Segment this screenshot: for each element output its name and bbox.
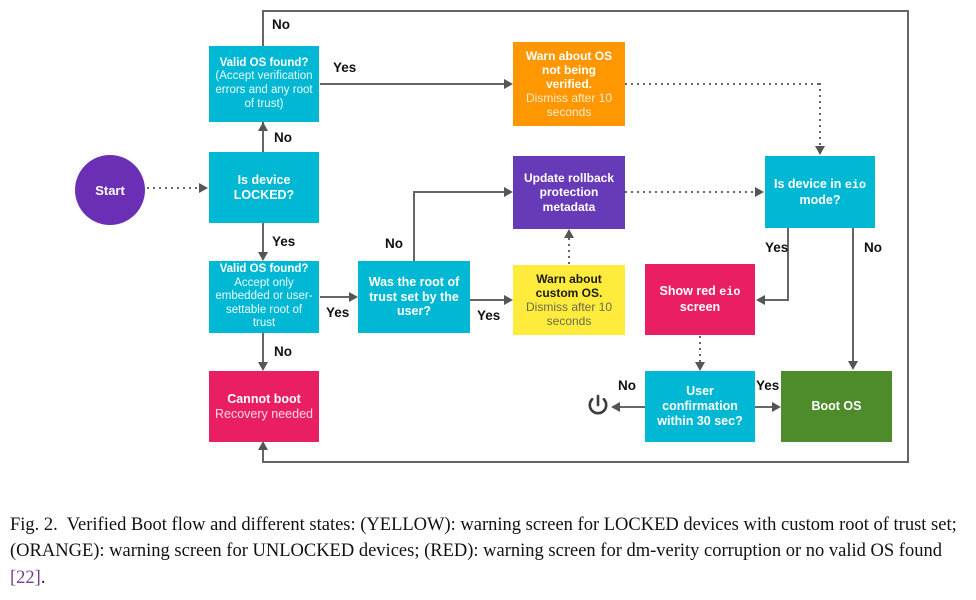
arrowhead-into-boot-os-left (772, 402, 781, 412)
arrowhead-into-is-device-eio-top (815, 146, 825, 155)
node-valid-os-unlocked-title: Valid OS found? (219, 56, 309, 69)
node-valid-os-unlocked-subtitle: (Accept verification errors and any root… (215, 70, 313, 110)
is-device-eio-title-a: Is device in (773, 176, 845, 191)
edge-right-outer-vertical (907, 10, 909, 463)
edge-bottom-to-cannot-boot-vertical (262, 449, 264, 462)
node-cannot-boot-title: Cannot boot (227, 391, 301, 406)
edge-confirm-yes-horizontal (755, 406, 773, 408)
node-boot-os[interactable]: Boot OS (781, 371, 892, 442)
edge-label-unlocked-yes: Yes (333, 60, 357, 75)
edge-label-confirm-no: No (618, 378, 636, 393)
edge-unlocked-yes-horizontal (320, 83, 505, 85)
edge-bottom-outer-horizontal (262, 461, 909, 463)
edge-warn-os-to-eio-horizontal (625, 83, 820, 85)
arrowhead-into-valid-os-unlocked (258, 122, 268, 131)
power-off-icon (583, 391, 613, 421)
arrowhead-into-is-device-locked (199, 183, 208, 193)
show-red-eio-title-b: screen (679, 300, 721, 315)
arrowhead-into-user-confirmation (695, 362, 705, 371)
node-warn-custom-os[interactable]: Warn about custom OS. Dismiss after 10 s… (513, 265, 625, 335)
node-user-confirmation-title: User confirmation within 30 sec? (657, 384, 743, 428)
edge-label-locked-no: No (274, 130, 292, 145)
node-is-device-in-eio-mode[interactable]: Is device in eio mode? (765, 156, 875, 228)
node-warn-custom-os-title: Warn about custom OS. (535, 271, 603, 300)
node-update-rollback-protection[interactable]: Update rollback protection metadata (513, 156, 625, 229)
edge-valid-os-locked-yes-horizontal (320, 296, 350, 298)
node-root-of-trust-title: Was the root of trust set by the user? (368, 274, 460, 319)
arrowhead-into-warn-custom-os (504, 295, 513, 305)
show-red-eio-title-mono: eio (719, 285, 741, 300)
arrowhead-into-update-rollback (504, 187, 513, 197)
arrowhead-into-is-device-eio-left (755, 187, 764, 197)
node-show-red-eio-screen[interactable]: Show red eio screen (645, 264, 755, 335)
edge-root-trust-yes-horizontal (470, 299, 505, 301)
node-valid-os-found-unlocked[interactable]: Valid OS found? (Accept verification err… (209, 46, 319, 122)
edge-warn-os-to-eio-vertical (819, 83, 821, 147)
edge-label-root-trust-no: No (385, 236, 403, 251)
arrowhead-into-cannot-boot (258, 441, 268, 450)
node-is-device-locked-title: Is device LOCKED? (233, 172, 295, 202)
node-warn-os-not-verified[interactable]: Warn about OS not being verified. Dismis… (513, 42, 625, 126)
edge-top-loop-horizontal (262, 10, 909, 12)
edge-valid-os-locked-no-vertical (262, 333, 264, 363)
node-update-rollback-title: Update rollback protection metadata (523, 171, 615, 214)
edge-start-to-locked (147, 187, 200, 189)
arrowhead-into-boot-os-top (848, 361, 858, 370)
is-device-eio-title-b: mode? (799, 192, 841, 207)
edge-eio-no-vertical (852, 228, 854, 362)
edge-warn-custom-os-to-rollback (568, 238, 570, 265)
edge-label-eio-yes: Yes (765, 240, 789, 255)
caption-citation[interactable]: [22] (10, 567, 41, 588)
node-user-confirmation[interactable]: User confirmation within 30 sec? (645, 371, 755, 442)
node-is-device-locked[interactable]: Is device LOCKED? (209, 152, 319, 223)
edge-eio-yes-vertical (787, 228, 789, 300)
node-start-label: Start (95, 182, 125, 198)
is-device-eio-title-mono: eio (844, 177, 867, 192)
node-valid-os-locked-subtitle: Accept only embedded or user-settable ro… (215, 276, 313, 330)
arrowhead-into-power-off (611, 402, 620, 412)
node-boot-os-title: Boot OS (811, 399, 862, 414)
node-warn-os-title: Warn about OS not being verified. (525, 48, 613, 91)
node-root-of-trust-set-by-user[interactable]: Was the root of trust set by the user? (358, 261, 470, 333)
node-valid-os-locked-title: Valid OS found? (219, 263, 309, 276)
edge-confirm-no-horizontal (619, 406, 647, 408)
arrowhead-into-show-red-eio (756, 295, 765, 305)
arrowhead-into-warn-os-not-verified (504, 79, 513, 89)
edge-rollback-to-eio-horizontal (625, 191, 756, 193)
arrowhead-into-update-rollback-bottom (564, 229, 574, 238)
node-warn-custom-os-subtitle: Dismiss after 10 seconds (525, 300, 613, 329)
node-valid-os-found-locked[interactable]: Valid OS found? Accept only embedded or … (209, 261, 319, 333)
edge-label-root-trust-yes: Yes (477, 308, 501, 323)
caption-prefix: Fig. 2. (10, 515, 58, 535)
edge-label-top-loop-no: No (272, 17, 290, 32)
edge-label-confirm-yes: Yes (756, 378, 780, 393)
edge-locked-no-up-vertical (262, 130, 264, 154)
arrowhead-into-root-of-trust (349, 292, 358, 302)
caption-end: . (40, 567, 46, 588)
figure-caption: Fig. 2. Verified Boot flow and different… (10, 512, 966, 591)
arrowhead-into-cannot-boot-top (258, 362, 268, 371)
node-warn-os-subtitle: Dismiss after 10 seconds (525, 91, 613, 120)
node-start[interactable]: Start (75, 155, 145, 225)
node-cannot-boot[interactable]: Cannot boot Recovery needed (209, 371, 319, 442)
edge-label-locked-yes: Yes (272, 234, 296, 249)
edge-label-valid-os-locked-no: No (274, 344, 292, 359)
node-show-red-eio-title: Show red eio screen (650, 284, 750, 315)
edge-locked-yes-vertical (262, 223, 264, 253)
caption-text: Verified Boot flow and different states:… (10, 515, 957, 562)
edge-label-eio-no: No (864, 240, 882, 255)
edge-eio-yes-horizontal (765, 299, 789, 301)
node-is-device-eio-title: Is device in eio mode? (770, 177, 870, 208)
edge-root-trust-no-vertical (413, 192, 415, 262)
arrowhead-into-valid-os-locked (258, 252, 268, 261)
edge-label-valid-os-locked-yes: Yes (326, 305, 350, 320)
edge-show-red-eio-to-user-confirmation (699, 336, 701, 363)
edge-root-trust-no-horizontal (413, 191, 505, 193)
show-red-eio-title-a: Show red (659, 284, 720, 299)
node-cannot-boot-subtitle: Recovery needed (215, 406, 313, 421)
